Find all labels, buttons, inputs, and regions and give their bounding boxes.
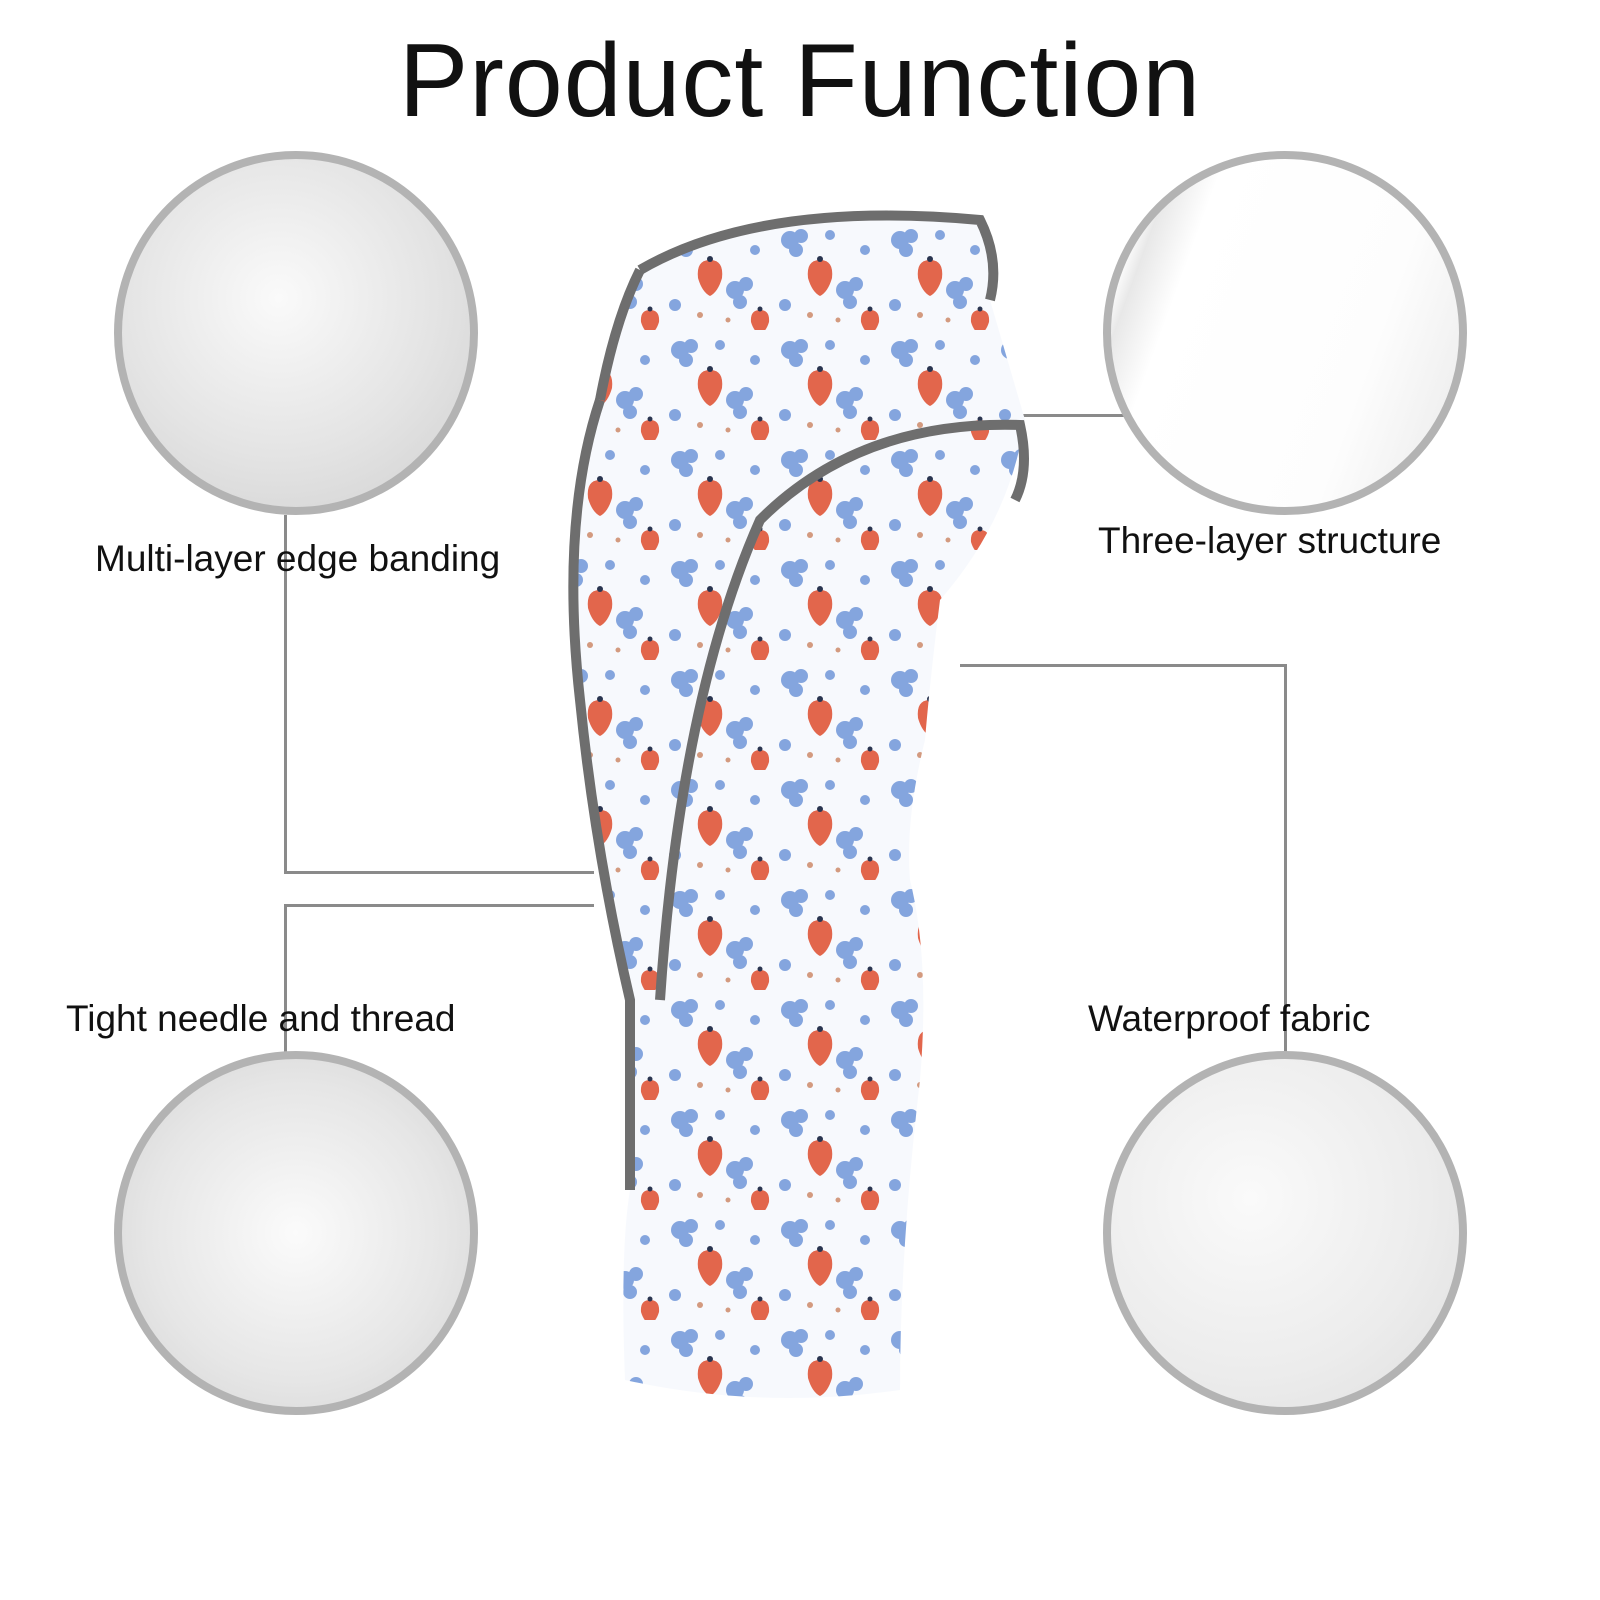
edge-piping: [595, 267, 645, 401]
edge-piping: [568, 398, 635, 1190]
connector-line: [960, 664, 1287, 667]
headcover-body: [573, 215, 1025, 1399]
detail-image-needle-thread: [114, 1051, 478, 1415]
detail-image-waterproof: [1103, 1051, 1467, 1415]
detail-image-three-layer: [1103, 151, 1467, 515]
page-title: Product Function: [398, 23, 1202, 139]
detail-image-edge-banding: [114, 151, 478, 515]
connector-line: [284, 905, 287, 1055]
edge-piping: [655, 419, 1029, 1001]
connector-line: [1022, 414, 1126, 417]
feature-label: Waterproof fabric: [1088, 998, 1371, 1039]
edge-piping: [637, 210, 999, 302]
feature-label: Tight needle and thread: [66, 998, 456, 1039]
feature-label: Three-layer structure: [1098, 520, 1442, 561]
connector-line: [1284, 664, 1287, 1054]
connector-line: [284, 871, 594, 874]
connector-line: [284, 515, 287, 873]
connector-line: [284, 904, 594, 907]
feature-label: Multi-layer edge banding: [95, 538, 501, 579]
